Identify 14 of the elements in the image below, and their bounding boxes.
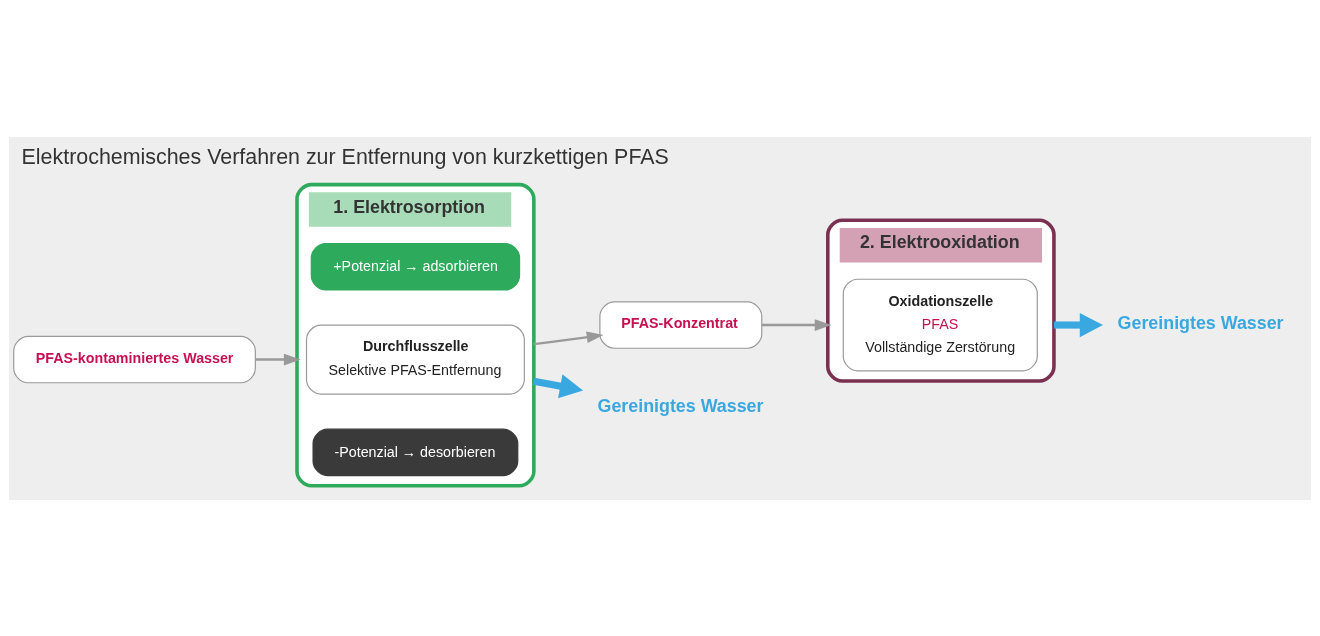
node-text: Gereinigtes Wasser (1117, 312, 1284, 333)
node-box: -Potenzial → desorbieren (312, 428, 519, 476)
node-box: Durchflusszelle Selektive PFAS-Entfernung (305, 323, 525, 395)
node-box: Oxidationszelle PFAS Vollständige Zerstörung (842, 278, 1038, 371)
arrow (1053, 312, 1103, 337)
node-box: +Potenzial → adsorbieren (310, 242, 521, 291)
arrow (533, 330, 604, 345)
node-text: Gereinigtes Wasser (597, 395, 764, 416)
node-box: PFAS-Konzentrat (599, 300, 763, 349)
diagram-title: Elektrochemisches Verfahren zur Entfernung von kurzkettigen PFAS (21, 144, 669, 169)
node-box: PFAS-kontaminiertes Wasser (13, 335, 256, 383)
arrow (255, 353, 301, 365)
arrow (761, 318, 832, 331)
arrow (533, 373, 583, 398)
